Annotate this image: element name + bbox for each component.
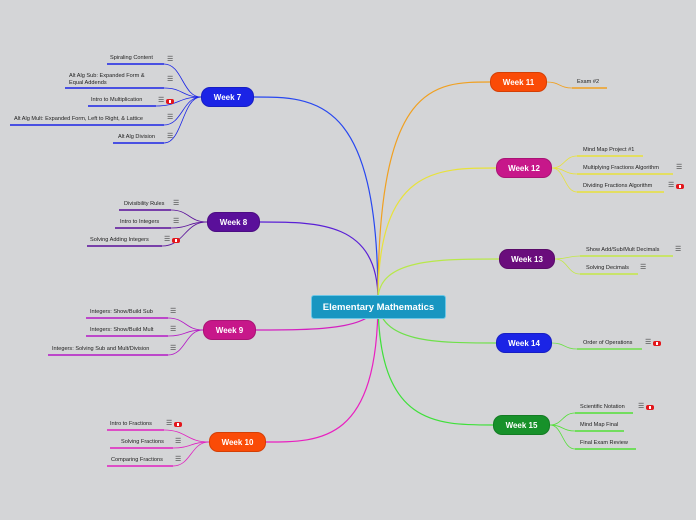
topic-week-7[interactable]: Week 7 bbox=[201, 87, 254, 107]
note-icon[interactable]: ☰ bbox=[675, 246, 682, 253]
topic-week-9[interactable]: Week 9 bbox=[203, 320, 256, 340]
branch-connector bbox=[265, 299, 379, 443]
note-icon[interactable]: ☰ bbox=[638, 403, 645, 410]
branch-connector bbox=[253, 96, 379, 301]
subtopic-item[interactable]: Show Add/Sub/Mult Decimals bbox=[586, 247, 660, 253]
branch-connector bbox=[377, 258, 500, 301]
branch-connector bbox=[377, 167, 497, 301]
subtopic-item[interactable]: Intro to Integers bbox=[120, 219, 160, 225]
subtopic-item[interactable]: Multiplying Fractions Algorithm bbox=[583, 165, 659, 171]
subtopic-connector bbox=[554, 255, 581, 260]
subtopic-connector bbox=[549, 412, 576, 426]
subtopic-item[interactable]: Solving Adding Integers bbox=[90, 237, 149, 243]
branch-connector bbox=[377, 299, 494, 426]
subtopic-connector bbox=[161, 221, 208, 247]
subtopic-item[interactable]: Intro to Multiplication bbox=[91, 97, 143, 103]
subtopic-item[interactable]: Intro to Fractions bbox=[110, 421, 152, 427]
topic-week-15[interactable]: Week 15 bbox=[493, 415, 550, 435]
attachment-icon[interactable] bbox=[676, 184, 684, 189]
subtopic-connector bbox=[163, 96, 202, 144]
subtopic-item[interactable]: Spiraling Content bbox=[110, 55, 153, 61]
topic-week-8[interactable]: Week 8 bbox=[207, 212, 260, 232]
note-icon[interactable]: ☰ bbox=[170, 345, 177, 352]
branch-connector bbox=[259, 221, 379, 301]
note-icon[interactable]: ☰ bbox=[167, 76, 174, 83]
attachment-icon[interactable] bbox=[174, 422, 182, 427]
note-icon[interactable]: ☰ bbox=[167, 114, 174, 121]
note-icon[interactable]: ☰ bbox=[175, 438, 182, 445]
subtopic-item[interactable]: Exam #2 bbox=[577, 79, 600, 85]
subtopic-item[interactable]: Mind Map Project #1 bbox=[583, 147, 635, 153]
subtopic-item[interactable]: Integers: Show/Build Sub bbox=[90, 309, 153, 315]
subtopic-item[interactable]: Final Exam Review bbox=[580, 440, 628, 446]
note-icon[interactable]: ☰ bbox=[676, 164, 683, 171]
attachment-icon[interactable] bbox=[646, 405, 654, 410]
subtopic-connector bbox=[172, 441, 210, 467]
subtopic-connector bbox=[163, 87, 202, 98]
note-icon[interactable]: ☰ bbox=[170, 308, 177, 315]
note-icon[interactable]: ☰ bbox=[173, 218, 180, 225]
note-icon[interactable]: ☰ bbox=[164, 236, 171, 243]
subtopic-item[interactable]: Divisibility Rules bbox=[124, 201, 165, 207]
note-icon[interactable]: ☰ bbox=[158, 97, 165, 104]
topic-week-13[interactable]: Week 13 bbox=[499, 249, 555, 269]
note-icon[interactable]: ☰ bbox=[175, 456, 182, 463]
note-icon[interactable]: ☰ bbox=[668, 182, 675, 189]
topic-week-11[interactable]: Week 11 bbox=[490, 72, 547, 92]
topic-week-10[interactable]: Week 10 bbox=[209, 432, 266, 452]
subtopic-item[interactable]: Alt Alg Sub: Expanded Form & Equal Adden… bbox=[69, 73, 145, 86]
subtopic-connector bbox=[554, 258, 581, 275]
attachment-icon[interactable] bbox=[172, 238, 180, 243]
subtopic-item[interactable]: Integers: Show/Build Mult bbox=[90, 327, 154, 333]
subtopic-connector bbox=[163, 63, 202, 98]
subtopic-item[interactable]: Integers: Solving Sub and Mult/Division bbox=[52, 346, 150, 352]
subtopic-connector bbox=[551, 342, 578, 350]
subtopic-item[interactable]: Comparing Fractions bbox=[111, 457, 163, 463]
subtopic-connector bbox=[163, 429, 210, 443]
note-icon[interactable]: ☰ bbox=[173, 200, 180, 207]
attachment-icon[interactable] bbox=[166, 99, 174, 104]
subtopic-item[interactable]: Scientific Notation bbox=[580, 404, 625, 410]
note-icon[interactable]: ☰ bbox=[167, 133, 174, 140]
subtopic-connector bbox=[167, 317, 204, 331]
subtopic-connector bbox=[167, 329, 204, 356]
subtopic-connector bbox=[155, 96, 202, 107]
topic-week-14[interactable]: Week 14 bbox=[496, 333, 552, 353]
subtopic-item[interactable]: Order of Operations bbox=[583, 340, 633, 346]
note-icon[interactable]: ☰ bbox=[640, 264, 647, 271]
note-icon[interactable]: ☰ bbox=[166, 420, 173, 427]
attachment-icon[interactable] bbox=[653, 341, 661, 346]
subtopic-connector bbox=[551, 167, 578, 193]
subtopic-connector bbox=[549, 424, 576, 450]
subtopic-connector bbox=[170, 209, 208, 223]
subtopic-item[interactable]: Solving Fractions bbox=[121, 439, 164, 445]
subtopic-item[interactable]: Dividing Fractions Algorithm bbox=[583, 183, 653, 189]
note-icon[interactable]: ☰ bbox=[167, 56, 174, 63]
subtopic-connector bbox=[546, 81, 573, 89]
topic-week-12[interactable]: Week 12 bbox=[496, 158, 552, 178]
subtopic-item[interactable]: Mind Map Final bbox=[580, 422, 619, 428]
note-icon[interactable]: ☰ bbox=[645, 339, 652, 346]
branch-connector bbox=[377, 81, 491, 301]
subtopic-item[interactable]: Solving Decimals bbox=[586, 265, 629, 271]
subtopic-item[interactable]: Alt Alg Division bbox=[118, 134, 155, 140]
central-topic[interactable]: Elementary Mathematics bbox=[312, 296, 445, 318]
subtopic-item[interactable]: Alt Alg Mult: Expanded Form, Left to Rig… bbox=[14, 116, 144, 122]
note-icon[interactable]: ☰ bbox=[170, 326, 177, 333]
subtopic-connector bbox=[551, 155, 578, 169]
